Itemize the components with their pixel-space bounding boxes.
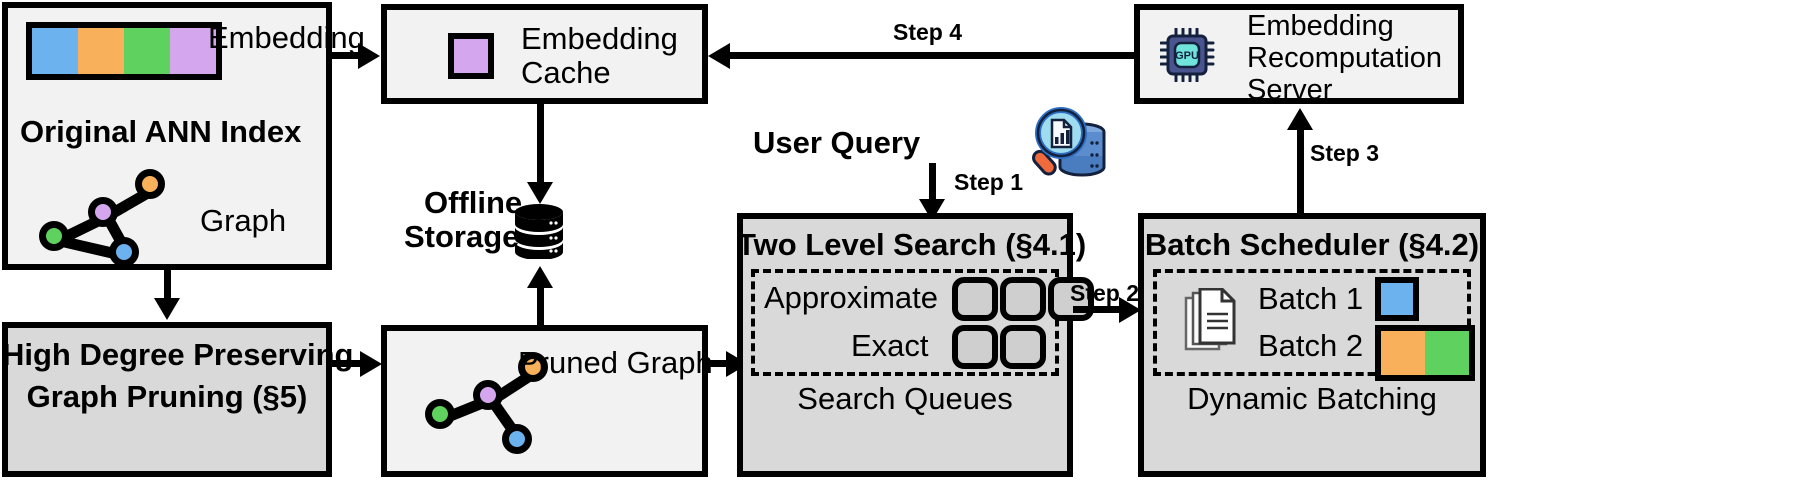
- batch-2-chip-orange: [1381, 331, 1425, 375]
- step-2-label: Step 2: [1070, 280, 1140, 306]
- dynamic-batching-dashed-region: [1153, 269, 1471, 376]
- connector-index-to-pruning: [164, 270, 171, 302]
- graph-node-green: [39, 221, 69, 251]
- documents-stack-icon: [1184, 288, 1236, 351]
- search-slot-approximate-1: [952, 277, 998, 321]
- connector-pruning-to-prunedgraph: [332, 360, 364, 367]
- arrowhead-index-to-cache: [358, 43, 380, 69]
- batch-scheduler-title: Batch Scheduler (§4.2): [1144, 227, 1480, 262]
- offline-storage-label-line2: Storage: [404, 219, 520, 254]
- graph-pruning-box: [2, 322, 332, 477]
- search-slot-exact-1: [952, 325, 998, 369]
- embedding-cache-chip: [448, 33, 494, 79]
- batch-label-2: Batch 2: [1258, 328, 1364, 363]
- graph-node-purple: [88, 197, 118, 227]
- embedding-chip-strip: [26, 22, 222, 80]
- search-queues-dashed-region: [751, 269, 1059, 376]
- pruned-graph-nodes: [425, 352, 580, 454]
- search-slots-exact: [952, 325, 1046, 369]
- pruned-node-green: [425, 399, 455, 429]
- step-4-label: Step 4: [893, 19, 963, 45]
- search-slots-approximate: [952, 277, 1094, 321]
- pruned-node-orange: [518, 352, 548, 382]
- search-queues-caption: Search Queues: [797, 381, 1013, 416]
- pruned-graph-label: Pruned Graph: [518, 345, 713, 380]
- arrowhead-prunedgraph-to-storage: [527, 266, 553, 288]
- pruned-graph-box: [381, 325, 708, 477]
- embedding-chip-green: [124, 28, 170, 74]
- connector-step2: [1073, 306, 1123, 313]
- recomputation-server-line3: Server: [1247, 74, 1333, 106]
- arrowhead-step3: [1287, 108, 1313, 130]
- graph-label: Graph: [200, 203, 287, 238]
- arrowhead-pruning-to-prunedgraph: [360, 351, 382, 377]
- search-slot-approximate-3: [1048, 277, 1094, 321]
- connector-prunedgraph-to-search: [708, 360, 732, 367]
- pruned-node-purple: [473, 380, 503, 410]
- gpu-chip-icon: GPU: [1160, 28, 1215, 82]
- dynamic-batching-caption: Dynamic Batching: [1187, 381, 1437, 416]
- arrowhead-step4: [708, 43, 730, 69]
- graph-node-orange: [135, 169, 165, 199]
- connector-step4: [728, 52, 1134, 59]
- embedding-label: Embedding: [208, 20, 365, 55]
- recomputation-server-line1: Embedding: [1247, 10, 1394, 42]
- arrowhead-cache-to-storage: [527, 182, 553, 204]
- connector-cache-to-storage: [537, 104, 544, 186]
- connector-index-to-cache: [332, 52, 360, 59]
- search-slot-approximate-2: [1000, 277, 1046, 321]
- embedding-cache-title-line1: Embedding: [521, 21, 678, 56]
- embedding-chip-blue: [32, 28, 78, 74]
- user-query-label: User Query: [753, 125, 921, 160]
- connector-prunedgraph-to-storage: [537, 288, 544, 328]
- pruned-node-blue: [502, 424, 532, 454]
- recomputation-server-line2: Recomputation: [1247, 42, 1443, 74]
- graph-pruning-title-line2: Graph Pruning (§5): [26, 379, 308, 414]
- arrowhead-index-to-pruning: [154, 298, 180, 320]
- original-ann-index-title: Original ANN Index: [20, 114, 302, 149]
- query-magnifier-database-icon: [1032, 107, 1106, 177]
- search-slot-exact-2: [1000, 325, 1046, 369]
- arrowhead-step2: [1119, 297, 1141, 323]
- offline-storage-label-line1: Offline: [424, 185, 523, 220]
- batch-1-chip-blue: [1375, 277, 1419, 321]
- embedding-cache-box: [381, 4, 708, 104]
- connector-step1: [929, 163, 936, 203]
- embedding-chip-orange: [78, 28, 124, 74]
- graph-pruning-title-line1: High Degree Preserving: [2, 337, 354, 372]
- batch-label-1: Batch 1: [1258, 281, 1364, 316]
- two-level-search-title: Two Level Search (§4.1): [737, 227, 1087, 262]
- embedding-chip-purple: [170, 28, 216, 74]
- search-row-label-approximate: Approximate: [764, 280, 939, 315]
- step-1-label: Step 1: [954, 169, 1024, 195]
- original-index-graph: [39, 168, 194, 267]
- batch-2-chip-strip: [1375, 325, 1475, 381]
- batch-2-chip-green: [1425, 331, 1469, 375]
- embedding-cache-title-line2: Cache: [521, 55, 611, 90]
- connector-step3: [1297, 130, 1304, 213]
- graph-node-blue: [109, 237, 139, 267]
- step-3-label: Step 3: [1310, 140, 1380, 166]
- search-row-label-exact: Exact: [851, 328, 929, 363]
- database-cylinder-icon: [515, 204, 563, 259]
- gpu-icon-text: GPU: [1175, 50, 1199, 62]
